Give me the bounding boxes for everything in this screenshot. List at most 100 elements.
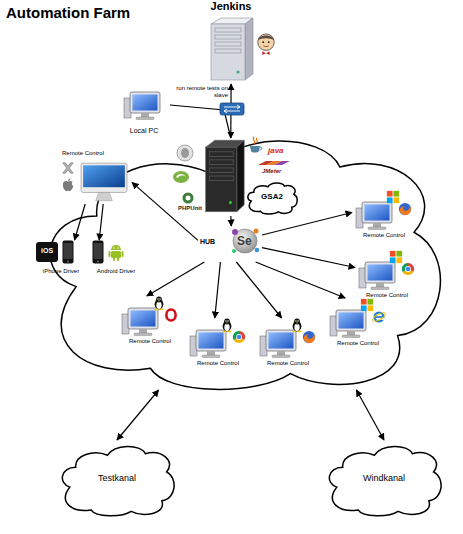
connector-arrow [132, 182, 198, 240]
windows-logo-part [390, 251, 396, 257]
diagram-node: HUB [198, 226, 262, 262]
computer-icon-part [207, 351, 215, 355]
server-icon-part [237, 71, 240, 74]
computer-icon-part [131, 311, 156, 327]
cloud-shape-part [50, 141, 440, 389]
node-label: HUB [200, 238, 228, 246]
diagram-node: Remote Control [186, 318, 250, 368]
diagram-node: Windkanal [325, 440, 443, 516]
jmeter-logo [258, 160, 290, 166]
network-switch-part [224, 105, 240, 109]
computer-icon-part [266, 330, 296, 351]
linux-logo-part [225, 320, 226, 321]
computer-icon-part [376, 283, 384, 287]
chrome-logo-part [406, 267, 411, 272]
diagram-node: Remote Control [256, 318, 320, 368]
firefox-logo [398, 202, 412, 216]
linux-logo-part [294, 319, 300, 325]
linux-logo-part [156, 301, 161, 309]
linux-logo-part [155, 299, 164, 310]
computer-icon-part [347, 331, 355, 335]
phone-icon-part [93, 241, 104, 264]
server-icon-part [215, 49, 241, 53]
selenium-logo-part [254, 229, 259, 234]
selenium-logo-part [233, 229, 257, 253]
connector-arrow [262, 213, 352, 236]
logo-text: Se [237, 235, 252, 247]
linux-logo [290, 318, 304, 332]
computer-icon-part [368, 227, 386, 230]
node-label: Remote Control [118, 338, 182, 345]
logo-text: iOS [41, 247, 53, 254]
android-logo-part [109, 251, 111, 257]
linux-logo-part [227, 320, 228, 321]
diagram-node: Jenkins [195, 0, 283, 84]
linux-logo-part [223, 321, 232, 332]
android-logo-part [111, 251, 121, 258]
java-logo-part [250, 146, 260, 153]
java-logo-part [253, 137, 257, 144]
android-logo-part [113, 257, 115, 261]
node-label: Remote Control [352, 232, 416, 239]
diagram-node: iPhone Driver [34, 240, 88, 278]
diagram-node: Remote Control [355, 250, 419, 300]
phone-icon-part [97, 261, 99, 263]
phone-icon-part [63, 241, 74, 264]
computer-icon-part [128, 308, 158, 329]
server-icon-part [209, 160, 233, 165]
apple-logo [62, 178, 74, 192]
computer-icon-part [373, 223, 381, 227]
linux-logo-part [294, 323, 299, 331]
node-label: Remote Control [256, 360, 320, 367]
logo-text: PHPUnit [178, 205, 202, 211]
server-icon-part [209, 176, 233, 181]
windows-logo-part [393, 197, 399, 203]
java-logo [248, 136, 262, 154]
diagram-node: Remote Control [60, 150, 132, 204]
logo-text: JMeter [262, 168, 281, 174]
tool-logo-part [176, 174, 186, 178]
windows-logo-part [361, 305, 367, 311]
diagram-node: Remote Control [118, 296, 182, 346]
ie-logo-part [372, 311, 387, 323]
phpunit-logo-part [183, 193, 194, 204]
tool-logo [176, 144, 194, 162]
computer-icon-part [368, 265, 393, 281]
network-switch-part [220, 103, 244, 115]
osx-logo [62, 162, 74, 174]
linux-logo-part [228, 331, 232, 333]
windows-logo-part [396, 257, 402, 263]
logo-text: java [268, 147, 284, 155]
tool-logo-part [173, 171, 189, 183]
cloud-shape-part [248, 183, 297, 214]
connector-arrow [147, 262, 205, 296]
computer-icon-part [362, 202, 392, 223]
firefox-logo-part [303, 331, 315, 343]
connector-arrow [99, 204, 103, 240]
apple-logo-part [68, 179, 71, 182]
windows-logo-part [387, 197, 393, 203]
network-switch [220, 103, 244, 115]
node-label: Remote Control [326, 340, 390, 347]
server-icon-part [245, 18, 253, 80]
computer-icon-part [365, 262, 395, 283]
server-icon-part [237, 140, 244, 211]
node-label: Local PC [118, 127, 170, 135]
diagram-title: Automation Farm [6, 5, 130, 20]
jmeter-logo-part [274, 161, 290, 165]
tool-logo-part [177, 145, 193, 161]
computer-icon-part [136, 117, 154, 120]
node-label: Jenkins [195, 0, 267, 13]
tool-logo [172, 170, 190, 184]
firefox-logo [302, 330, 316, 344]
computer-icon-part [272, 355, 290, 358]
linux-logo-part [154, 309, 158, 311]
tool-logo-part [181, 148, 189, 158]
linux-logo-part [222, 331, 226, 333]
selenium-logo-part [232, 249, 236, 253]
chrome-logo [232, 330, 246, 344]
computer-icon [260, 328, 300, 360]
server-icon-part [215, 35, 241, 39]
jenkins-mascot-part [258, 36, 274, 41]
linux-logo-part [297, 320, 298, 321]
